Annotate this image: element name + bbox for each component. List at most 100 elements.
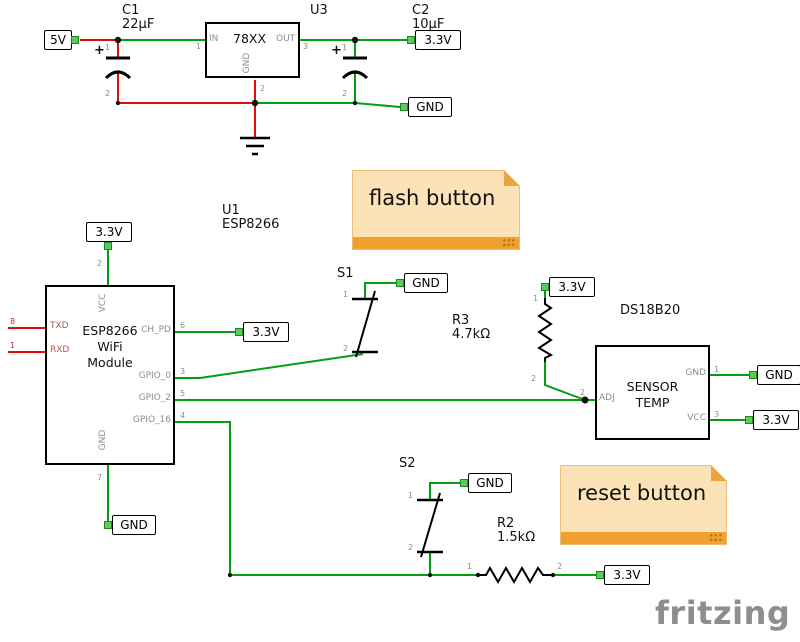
- c2-plus-sign: +: [331, 43, 342, 58]
- sensor-title-line1: SENSOR: [626, 379, 679, 394]
- label-c2-value: 10µF: [412, 17, 445, 32]
- net-flag-pin[interactable]: [749, 371, 757, 379]
- label-u3-ref: U3: [310, 3, 328, 18]
- earth-ground-symbol[interactable]: [240, 136, 270, 156]
- net-flag-gnd-s2[interactable]: GND: [468, 473, 512, 493]
- regulator-pin-gnd-number: 2: [260, 84, 266, 93]
- label-r3-ref: R3: [452, 313, 470, 328]
- net-flag-33v-sensor[interactable]: 3.3V: [753, 410, 799, 430]
- esp-pin-gpio0-label: GPIO_0: [138, 371, 171, 381]
- esp-pin-txd-number: 8: [10, 317, 16, 326]
- net-flag-pin[interactable]: [104, 242, 112, 250]
- note-drag-bar[interactable]: [561, 532, 726, 544]
- net-flag-pin[interactable]: [235, 328, 243, 336]
- wire-gpio0-to-s1[interactable]: [175, 353, 364, 379]
- net-flag-label: 3.3V: [424, 33, 452, 47]
- esp-pin-gnd-label: GND: [98, 429, 108, 451]
- net-flag-pin[interactable]: [407, 36, 415, 44]
- capacitor-c2-curved-plate[interactable]: [341, 70, 369, 80]
- net-flag-label: GND: [416, 100, 444, 114]
- capacitor-c1-curved-plate[interactable]: [104, 70, 132, 80]
- net-flag-label: GND: [120, 518, 148, 532]
- esp-title-line1: ESP8266: [82, 323, 138, 338]
- label-sensor-ref: DS18B20: [620, 303, 681, 318]
- label-c2-ref: C2: [412, 3, 430, 18]
- net-flag-33v-r3[interactable]: 3.3V: [549, 277, 595, 297]
- esp-pin-gpio2-label: GPIO_2: [138, 393, 171, 403]
- net-flag-pin[interactable]: [541, 283, 549, 291]
- esp8266-module-body[interactable]: [45, 285, 175, 465]
- s1-lever: [355, 290, 376, 358]
- pushbutton-s1-symbol[interactable]: [352, 290, 378, 358]
- net-flag-33v-chpd[interactable]: 3.3V: [243, 322, 289, 342]
- s2-pin-number-top: 1: [408, 491, 414, 500]
- net-flag-label: 3.3V: [558, 280, 586, 294]
- regulator-name: 78XX: [233, 31, 267, 46]
- esp-pin-rxd-number: 1: [10, 341, 16, 350]
- note-reset-text: reset button: [577, 481, 707, 505]
- ds18b20-sensor-body[interactable]: [595, 345, 710, 440]
- net-flag-pin[interactable]: [71, 36, 79, 44]
- label-s2-ref: S2: [399, 456, 416, 471]
- sensor-pin-vcc-label: VCC: [687, 413, 706, 423]
- net-flag-33v-r2[interactable]: 3.3V: [604, 565, 650, 585]
- note-grip-icon[interactable]: [502, 238, 516, 247]
- regulator-78xx-body[interactable]: [205, 22, 300, 78]
- net-flag-pin[interactable]: [104, 521, 112, 529]
- wire-s2-to-gnd[interactable]: [429, 482, 460, 500]
- label-u1-name: ESP8266: [222, 217, 280, 232]
- wire-s1-to-gnd[interactable]: [364, 282, 396, 298]
- net-flag-label: 3.3V: [252, 325, 280, 339]
- esp-pin-txd-label: TXD: [50, 321, 69, 331]
- bend-dot: [227, 572, 233, 578]
- sensor-pin-vcc-number: 3: [714, 410, 720, 419]
- net-flag-33v-out[interactable]: 3.3V: [415, 30, 461, 50]
- net-flag-pin[interactable]: [400, 103, 408, 111]
- r2-pin-number-right: 2: [557, 562, 563, 571]
- esp-pin-gpio16-number: 4: [180, 411, 186, 420]
- note-drag-bar[interactable]: [353, 237, 519, 249]
- label-c1-value: 22µF: [122, 17, 155, 32]
- net-flag-5v[interactable]: 5V: [44, 30, 72, 50]
- sensor-pin-gnd-label: GND: [685, 368, 706, 378]
- label-r3-value: 4.7kΩ: [452, 327, 491, 342]
- net-flag-gnd-esp[interactable]: GND: [112, 515, 156, 535]
- c2-pin-number-top: 1: [342, 43, 348, 52]
- sensor-pin-adj-label: ADJ: [599, 393, 615, 403]
- label-r2-value: 1.5kΩ: [497, 530, 536, 545]
- wire-r3-bottom-lead[interactable]: [544, 360, 586, 401]
- bend-dot: [115, 100, 121, 106]
- regulator-pin-out-label: OUT: [276, 34, 296, 44]
- r2-pin-number-left: 1: [467, 562, 473, 571]
- net-flag-label: GND: [765, 368, 793, 382]
- net-flag-pin[interactable]: [596, 571, 604, 579]
- net-flag-33v-vcc[interactable]: 3.3V: [86, 222, 132, 242]
- esp-pin-gpio0-number: 3: [180, 367, 186, 376]
- resistor-r3-symbol[interactable]: [537, 298, 554, 362]
- note-flash-button[interactable]: flash button: [352, 170, 520, 250]
- note-grip-icon[interactable]: [709, 533, 723, 542]
- s2-lever: [420, 492, 441, 558]
- r3-pin-number-bottom: 2: [531, 374, 537, 383]
- r3-pin-number-top: 1: [533, 294, 539, 303]
- net-flag-gnd-s1[interactable]: GND: [404, 273, 448, 293]
- sensor-pin-adj-number: 2: [580, 388, 586, 397]
- net-flag-pin[interactable]: [745, 416, 753, 424]
- note-reset-button[interactable]: reset button: [560, 465, 727, 545]
- pushbutton-s2-symbol[interactable]: [417, 492, 443, 558]
- regulator-pin-in-number: 1: [196, 42, 202, 51]
- net-flag-label: GND: [476, 476, 504, 490]
- net-flag-pin[interactable]: [396, 279, 404, 287]
- junction-dot: [114, 36, 122, 44]
- regulator-pin-out-number: 3: [303, 42, 309, 51]
- wire-gpio16-bus[interactable]: [175, 421, 478, 576]
- net-flag-gnd-top[interactable]: GND: [408, 97, 452, 117]
- net-flag-gnd-sensor[interactable]: GND: [757, 365, 800, 385]
- resistor-r2-symbol[interactable]: [478, 565, 553, 585]
- net-flag-pin[interactable]: [460, 479, 468, 487]
- s2-pin-number-bottom: 2: [408, 543, 414, 552]
- wire-to-gnd-flag-top[interactable]: [354, 102, 401, 108]
- esp-pin-chpd-number: 6: [180, 321, 186, 330]
